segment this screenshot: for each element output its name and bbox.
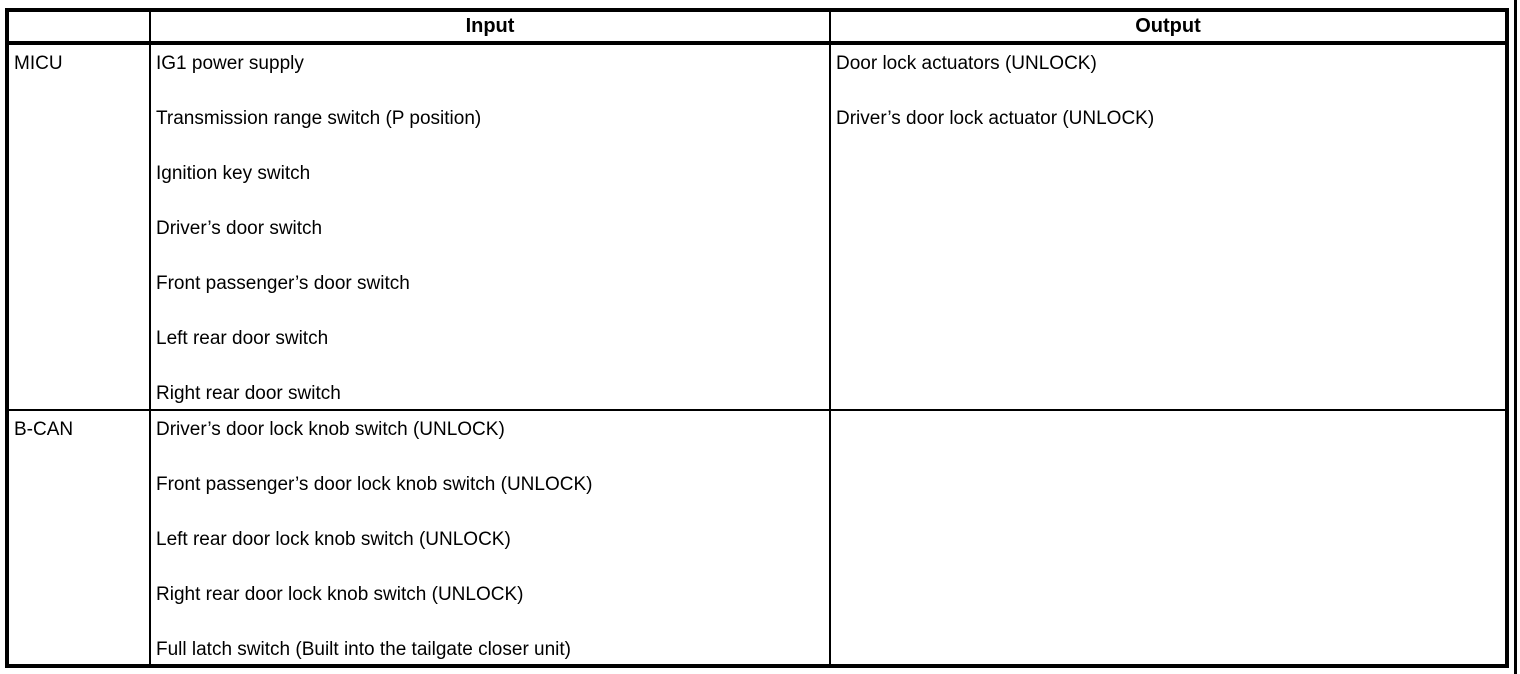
input-item: Front passenger’s door switch <box>156 273 410 294</box>
input-item: Front passenger’s door lock knob switch … <box>156 474 593 495</box>
input-output-table: Input Output MICU IG1 power supply Trans… <box>5 8 1509 668</box>
table-row-bcan: B-CAN Driver’s door lock knob switch (UN… <box>6 409 1508 667</box>
header-input-cell: Input <box>149 9 831 45</box>
row-label-micu: MICU <box>6 42 151 411</box>
input-item: Ignition key switch <box>156 163 311 184</box>
input-item: Right rear door switch <box>156 383 341 404</box>
input-item: Full latch switch (Built into the tailga… <box>156 639 572 660</box>
micu-output-cell: Door lock actuators (UNLOCK) Driver’s do… <box>829 42 1508 411</box>
source-label: B-CAN <box>14 419 74 440</box>
input-item: Left rear door lock knob switch (UNLOCK) <box>156 529 511 550</box>
bcan-input-cell: Driver’s door lock knob switch (UNLOCK) … <box>149 409 831 667</box>
input-item: Transmission range switch (P position) <box>156 108 482 129</box>
header-source-cell <box>6 9 151 45</box>
micu-input-cell: IG1 power supply Transmission range swit… <box>149 42 831 411</box>
bcan-output-cell <box>829 409 1508 667</box>
header-row: Input Output <box>6 9 1508 45</box>
input-item: Left rear door switch <box>156 328 329 349</box>
header-output-cell: Output <box>829 9 1508 45</box>
input-item: Driver’s door switch <box>156 218 323 239</box>
input-item: Driver’s door lock knob switch (UNLOCK) <box>156 419 505 440</box>
source-label: MICU <box>14 53 63 74</box>
page-border-line <box>1514 0 1517 674</box>
output-item: Door lock actuators (UNLOCK) <box>836 53 1097 74</box>
input-item: IG1 power supply <box>156 53 304 74</box>
output-item: Driver’s door lock actuator (UNLOCK) <box>836 108 1155 129</box>
input-item: Right rear door lock knob switch (UNLOCK… <box>156 584 524 605</box>
row-label-bcan: B-CAN <box>6 409 151 667</box>
table-row-micu: MICU IG1 power supply Transmission range… <box>6 42 1508 411</box>
